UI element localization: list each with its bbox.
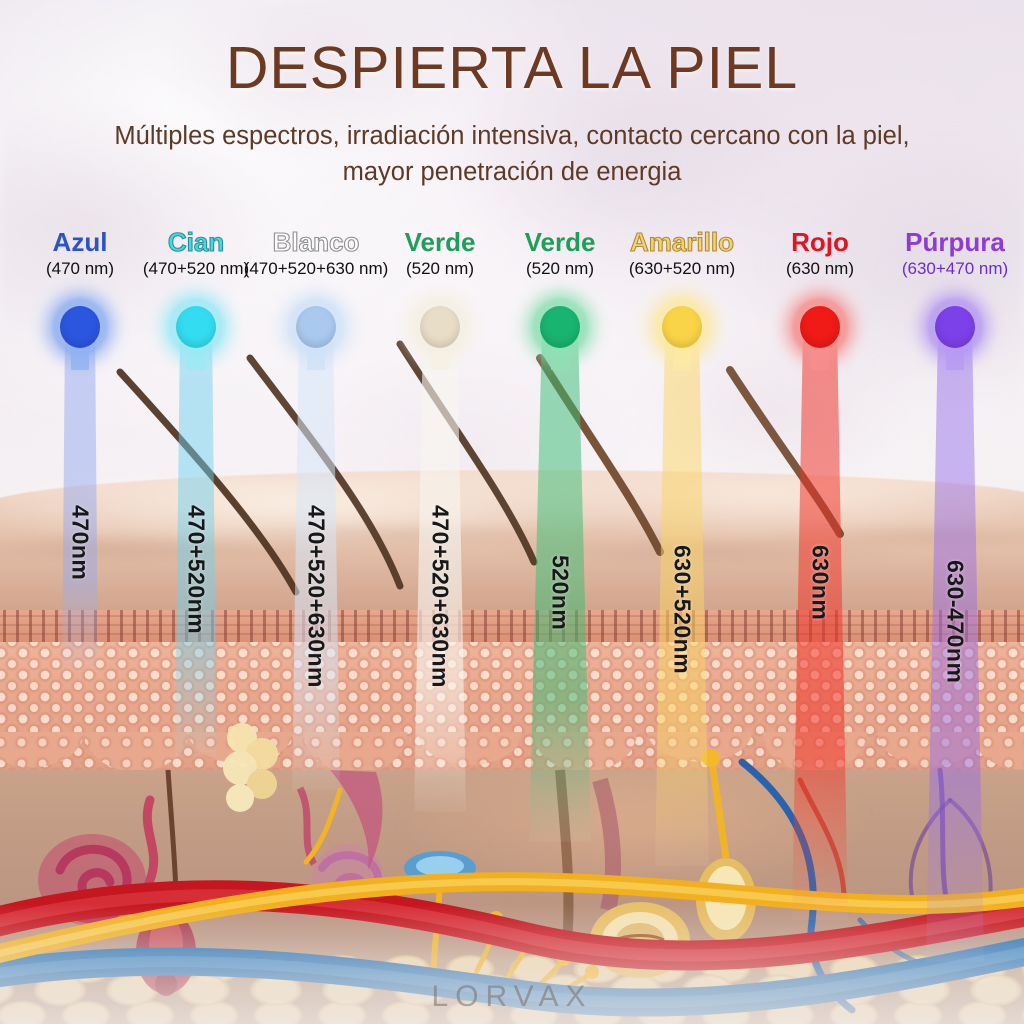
led-neck (673, 348, 691, 370)
led-neck (71, 348, 89, 370)
led-core (420, 306, 460, 348)
led-neck (551, 348, 569, 370)
beam-gradient (414, 330, 466, 812)
led-emitter-1[interactable] (168, 298, 224, 372)
led-emitter-4[interactable] (532, 298, 588, 372)
led-neck (431, 348, 449, 370)
light-beam-2 (292, 330, 340, 790)
subtitle-line-1: Múltiples espectros, irradiación intensi… (114, 122, 910, 150)
beam-wavelength-label-7: 630-470nm (942, 560, 969, 684)
sebaceous-gland (223, 723, 278, 812)
led-core (800, 306, 840, 348)
legend-wavelength: (630 nm) (785, 259, 855, 278)
legend-item-0: Azul (470 nm) (46, 228, 114, 281)
legend-color-name: Azul (52, 227, 108, 257)
led-neck (946, 348, 964, 370)
legend-color-name: Blanco (272, 227, 360, 257)
skin-surface-highlight (0, 476, 1024, 546)
stratum-corneum-layer (0, 610, 1024, 644)
brand-watermark: LORVAX (431, 980, 593, 1013)
legend-wavelength: (520 nm) (525, 259, 595, 278)
led-core (296, 306, 336, 348)
led-core (176, 306, 216, 348)
light-beam-5 (655, 330, 709, 866)
light-beam-0 (62, 330, 98, 672)
beam-gradient (655, 330, 709, 866)
color-legend-row: Azul (470 nm) Cian (470+520 nm) Blanco (470+5… (0, 227, 1024, 294)
legend-color-name: Verde (524, 227, 596, 257)
beam-gradient (792, 330, 848, 920)
page-subtitle: Múltiples espectros, irradiación intensi… (0, 118, 1024, 190)
legend-wavelength: (630+470 nm) (901, 259, 1009, 278)
beam-wavelength-label-2: 470+520+630nm (303, 505, 330, 688)
led-emitter-2[interactable] (288, 298, 344, 372)
led-emitter-6[interactable] (792, 298, 848, 372)
legend-color-name: Púrpura (905, 227, 1005, 257)
legend-wavelength: (470+520 nm) (142, 259, 250, 278)
led-core (662, 306, 702, 348)
skin-surface-layer (0, 470, 1024, 620)
legend-wavelength: (470 nm) (45, 259, 115, 278)
legend-color-name: Amarillo (629, 227, 735, 257)
beam-wavelength-label-4: 520nm (547, 555, 574, 631)
legend-item-3: Verde (520 nm) (405, 228, 476, 281)
legend-color-name: Cian (167, 227, 225, 257)
led-emitter-7[interactable] (927, 298, 983, 372)
led-neck (811, 348, 829, 370)
led-emitter-3[interactable] (412, 298, 468, 372)
legend-wavelength: (630+520 nm) (628, 259, 736, 278)
led-neck (187, 348, 205, 370)
beam-gradient (292, 330, 340, 790)
led-core (935, 306, 975, 348)
legend-item-1: Cian (470+520 nm) (142, 227, 250, 281)
beam-wavelength-label-0: 470nm (67, 505, 94, 581)
legend-color-name: Rojo (791, 227, 849, 257)
led-core (60, 306, 100, 348)
page-title: DESPIERTA LA PIEL (225, 35, 799, 101)
legend-item-7: Púrpura (630+470 nm) (902, 228, 1008, 281)
beam-wavelength-label-6: 630nm (807, 545, 834, 621)
subtitle-line-2: mayor penetración de energia (342, 158, 682, 186)
legend-item-2: Blanco (470+520+630 nm) (243, 227, 389, 281)
beam-gradient (175, 330, 217, 760)
beam-wavelength-label-1: 470+520nm (183, 505, 210, 635)
skin-cross-section (0, 470, 1024, 1024)
beam-wavelength-label-3: 470+520+630nm (427, 505, 454, 688)
legend-item-6: Rojo (630 nm) (786, 228, 854, 281)
light-beam-7 (926, 330, 984, 962)
bottom-haze (0, 904, 1024, 1024)
legend-item-5: Amarillo (630+520 nm) (628, 227, 736, 281)
light-beam-6 (792, 330, 848, 920)
corneum-cell-pattern (0, 610, 1024, 644)
legend-color-name: Verde (404, 227, 476, 257)
hair-strands (116, 340, 844, 596)
legend-wavelength: (470+520+630 nm) (243, 259, 389, 278)
led-core (540, 306, 580, 348)
beam-wavelength-label-5: 630+520nm (669, 545, 696, 675)
led-emitter-0[interactable] (52, 298, 108, 372)
legend-wavelength: (520 nm) (405, 259, 475, 278)
light-beam-4 (529, 330, 591, 842)
legend-item-4: Verde (520 nm) (525, 228, 596, 281)
led-neck (307, 348, 325, 370)
beam-gradient (62, 330, 98, 672)
led-emitter-5[interactable] (654, 298, 710, 372)
light-beam-1 (175, 330, 217, 760)
light-beam-3 (414, 330, 466, 812)
